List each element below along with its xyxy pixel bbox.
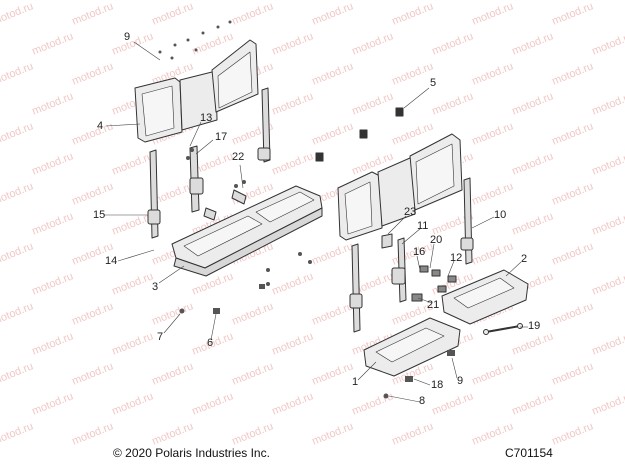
- right-seat-cushion-outer: [441, 269, 529, 325]
- callout-10: 10: [494, 209, 507, 221]
- left-seat-cushion: [171, 185, 323, 277]
- callout-4: 4: [97, 120, 104, 132]
- copyright-text: © 2020 Polaris Industries Inc.: [113, 446, 270, 460]
- left-backrest-fasteners: [158, 20, 232, 60]
- callout-3: 3: [152, 281, 159, 293]
- support-rod: [483, 323, 523, 335]
- callout-19: 19: [528, 320, 541, 332]
- callout-5: 5: [430, 77, 437, 89]
- callout-9-bottom: 9: [457, 375, 464, 387]
- leader-lines: [104, 41, 528, 403]
- callout-7: 7: [157, 331, 164, 343]
- callout-2: 2: [521, 253, 528, 265]
- callout-15: 15: [93, 209, 106, 221]
- callout-22: 22: [232, 151, 245, 163]
- callout-16: 16: [413, 246, 426, 258]
- callout-14: 14: [105, 255, 118, 267]
- callout-9-top: 9: [124, 31, 131, 43]
- left-seat-belts: [147, 87, 271, 239]
- callout-1: 1: [352, 376, 359, 388]
- misc-hardware: [179, 148, 455, 399]
- callout-23: 23: [404, 206, 417, 218]
- backrest-clips: [315, 107, 404, 162]
- right-seat-cushion-center: [363, 317, 461, 377]
- callout-13: 13: [200, 112, 213, 124]
- callout-18: 18: [431, 379, 444, 391]
- callout-17: 17: [215, 131, 228, 143]
- callout-21: 21: [427, 299, 440, 311]
- callout-20: 20: [430, 234, 443, 246]
- callout-11: 11: [417, 220, 429, 232]
- figure-id: C701154: [505, 446, 553, 460]
- callout-12: 12: [450, 252, 463, 264]
- right-seat-backrest: [337, 133, 463, 241]
- callout-8: 8: [419, 395, 426, 407]
- left-seat-backrest: [134, 39, 259, 143]
- right-seat-belts: [349, 177, 474, 333]
- callout-6: 6: [207, 337, 214, 349]
